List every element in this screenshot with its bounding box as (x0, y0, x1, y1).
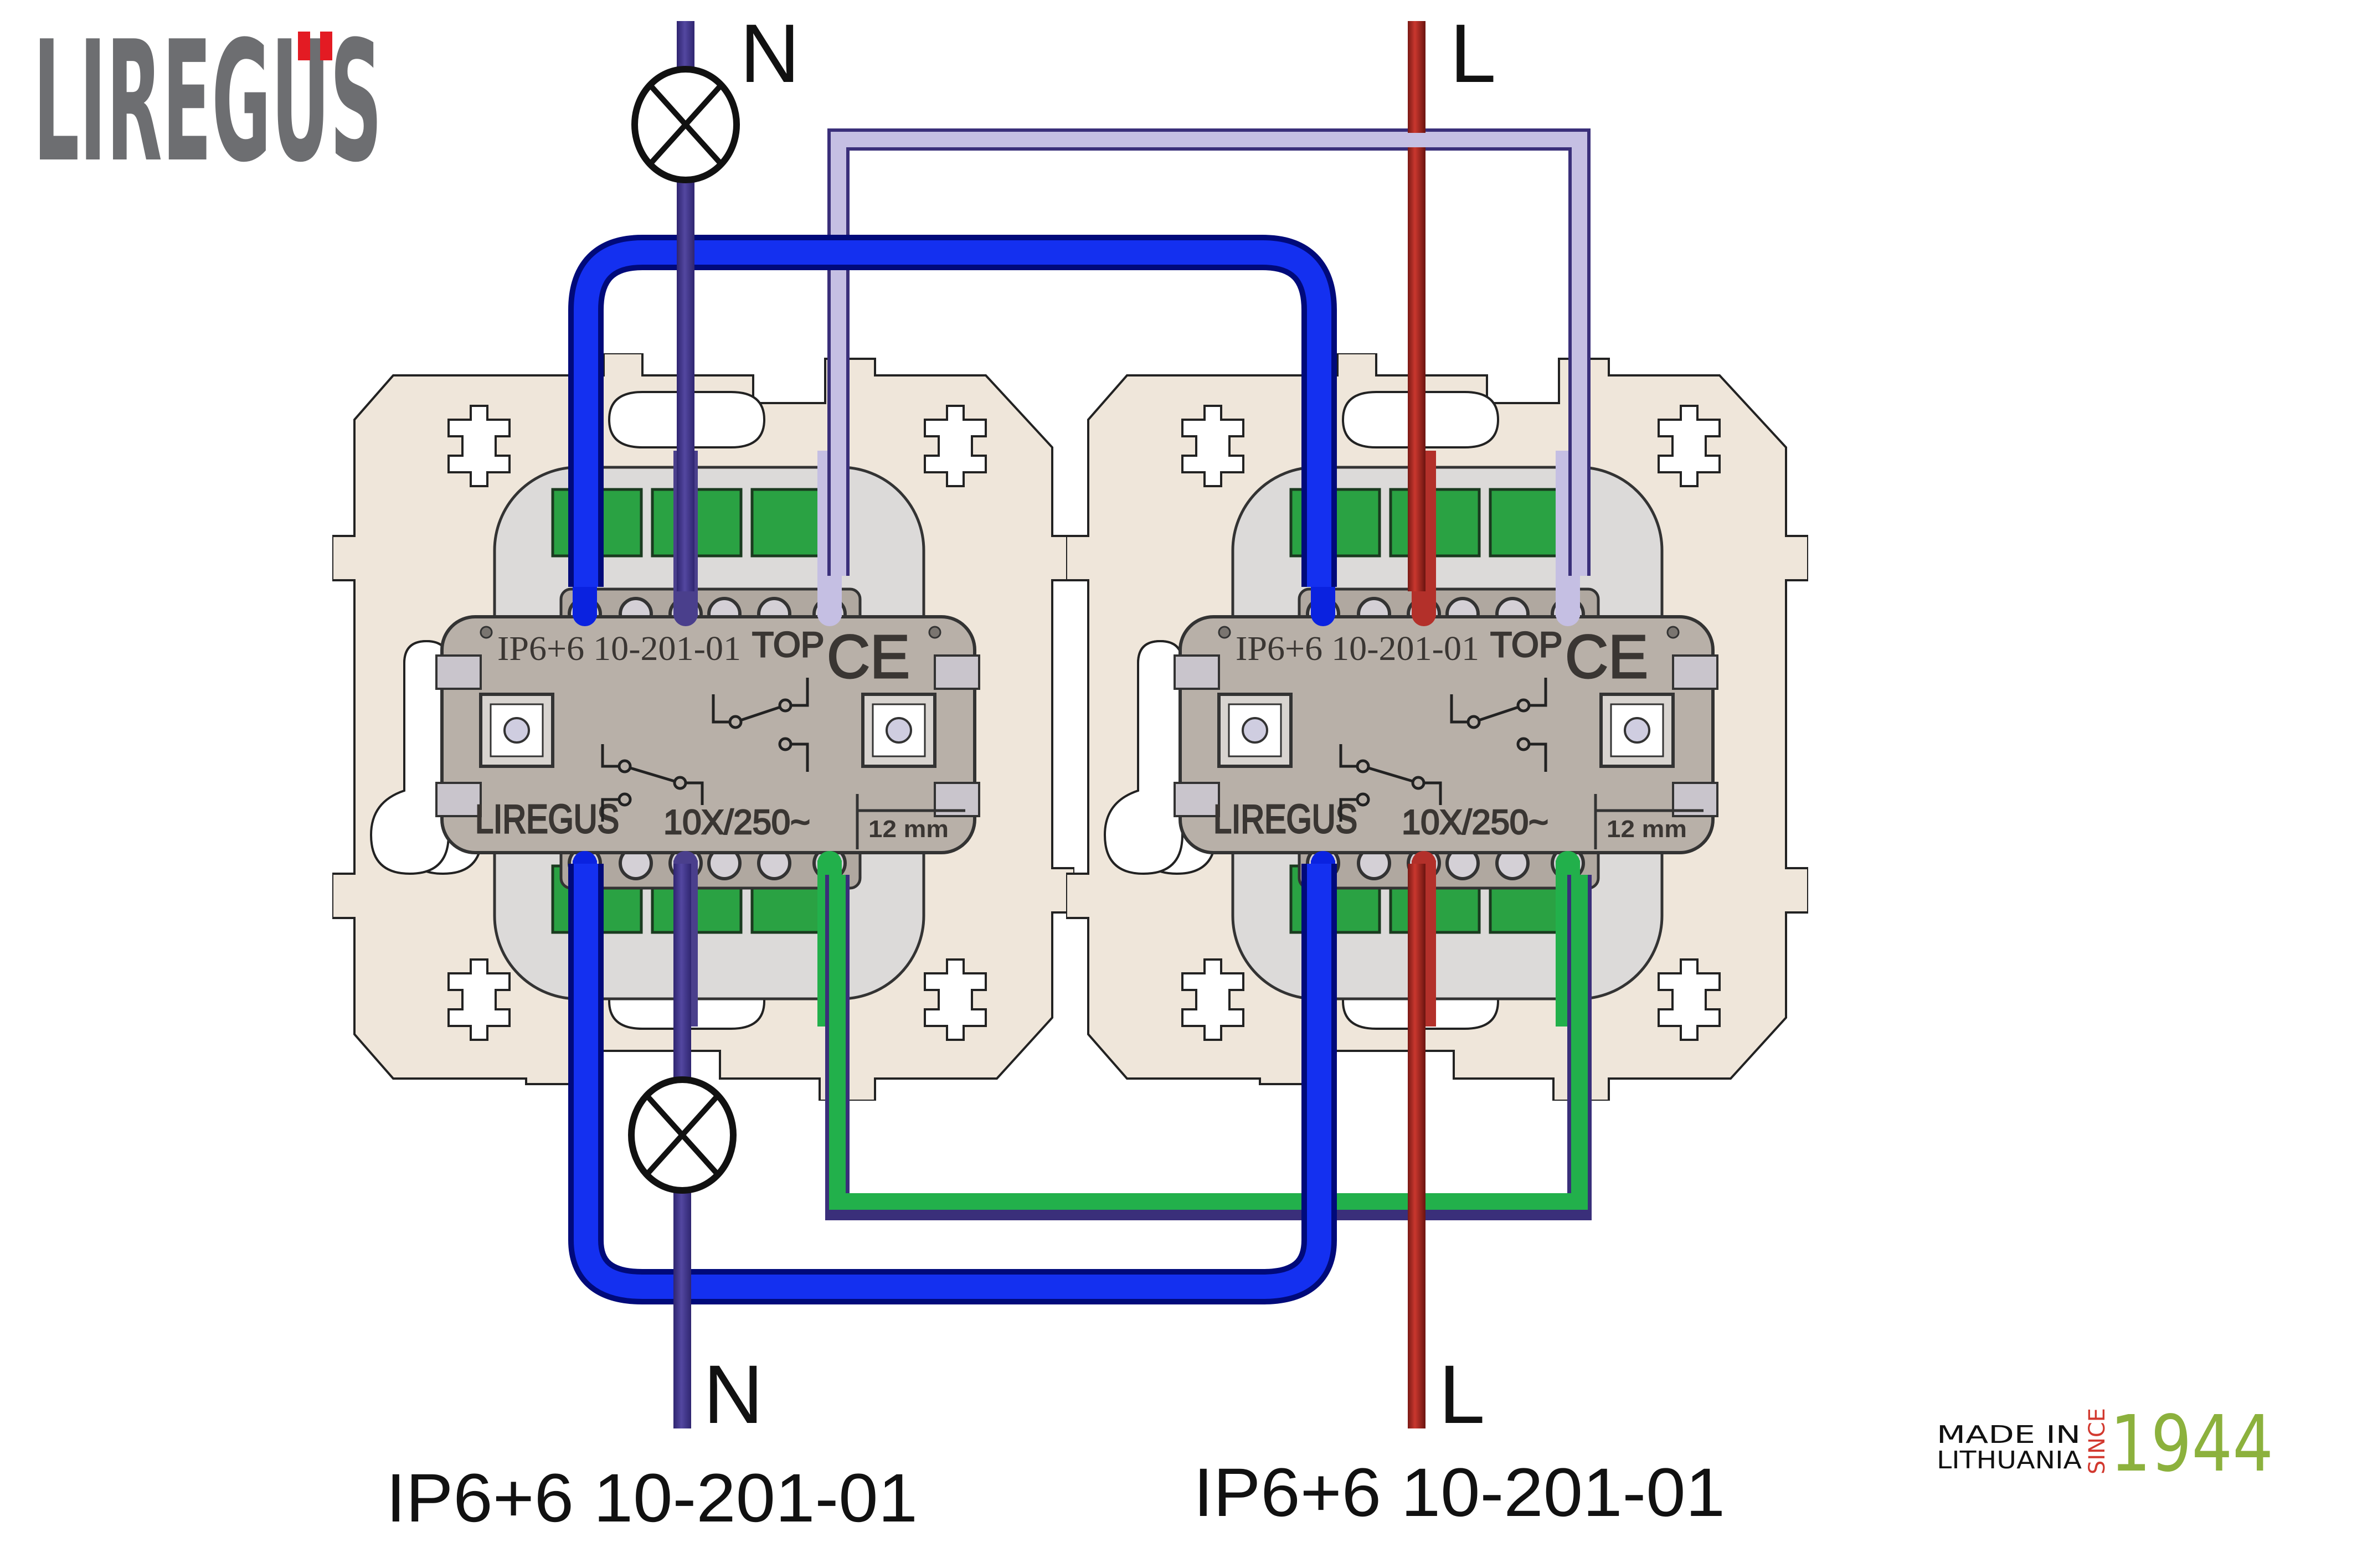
live-wire-top (1408, 21, 1425, 591)
switch-schematic-icon (601, 678, 809, 822)
module-model-text: IP6+6 10-201-01 (497, 630, 741, 668)
strip-gauge-icon (856, 794, 965, 849)
mounting-screw-window (1217, 693, 1293, 768)
rivet (1218, 626, 1231, 639)
caption-right-switch: IP6+6 10-201-01 (1193, 1454, 1725, 1531)
side-clip (1672, 654, 1718, 690)
wire-tip (1311, 602, 1335, 626)
since-year: 1944 (2110, 1399, 2273, 1489)
side-clip (934, 654, 980, 690)
wire-tip (673, 602, 698, 626)
made-in-line1: MADE IN (1937, 1421, 2081, 1449)
ce-mark: CE (827, 623, 910, 691)
module-brand-text: LIREGUS (1213, 797, 1357, 842)
mounting-screw-window (479, 693, 554, 768)
wire-tip (817, 602, 842, 626)
label-neutral-bottom: N (703, 1348, 763, 1441)
strip-gauge-icon (1594, 794, 1704, 849)
label-neutral-top: N (740, 7, 800, 100)
wire-tip (573, 602, 597, 626)
module-top-mark: TOP (1490, 625, 1562, 664)
side-clip (435, 654, 482, 690)
logo-accent-mark-left (298, 32, 310, 60)
since-label: SINCE (2085, 1408, 2110, 1474)
module-model-text: IP6+6 10-201-01 (1236, 630, 1479, 668)
strip-length-text: 12 mm (1607, 816, 1687, 843)
module-body (440, 615, 976, 854)
mounting-screw-window (1599, 693, 1675, 768)
module-body (1179, 615, 1715, 854)
module-rating-text: 10X/250~ (663, 803, 810, 842)
rivet (1666, 626, 1680, 639)
side-clip (1174, 782, 1220, 817)
made-in-lithuania-badge: MADE IN LITHUANIA SINCE 1944 (1937, 1399, 2273, 1489)
label-live-top: L (1450, 7, 1496, 100)
traveller-wire-bottom-fill (829, 875, 1588, 1210)
lamp-top (631, 66, 740, 183)
label-live-bottom: L (1439, 1348, 1485, 1441)
traveller-crossing (831, 133, 1587, 147)
mounting-screw-window (861, 693, 936, 768)
module-brand-text: LIREGUS (475, 797, 619, 842)
module-top-mark: TOP (752, 625, 824, 664)
wire-tip (1412, 602, 1436, 626)
logo-accent-mark-right (320, 32, 332, 60)
module-rating-text: 10X/250~ (1402, 803, 1548, 842)
lamp-bottom (628, 1076, 737, 1194)
live-wire-bottom (1408, 864, 1425, 1428)
side-clip (1174, 654, 1220, 690)
wire-tip (817, 851, 842, 875)
side-clip (435, 782, 482, 817)
liregus-logo: LIREGUS (33, 6, 382, 199)
strip-length-text: 12 mm (868, 816, 949, 843)
wire-tip (1556, 602, 1580, 626)
caption-left-switch: IP6+6 10-201-01 (386, 1460, 918, 1536)
rivet (928, 626, 941, 639)
made-in-line2: LITHUANIA (1937, 1446, 2082, 1474)
switch-schematic-icon (1339, 678, 1547, 822)
bridge-wire-top-highlight (574, 240, 1331, 587)
bridge-wire-bottom-highlight (574, 864, 1331, 1299)
wire-tip (1556, 851, 1580, 875)
wires (568, 21, 1592, 1428)
rivet (480, 626, 493, 639)
ce-mark: CE (1565, 623, 1648, 691)
